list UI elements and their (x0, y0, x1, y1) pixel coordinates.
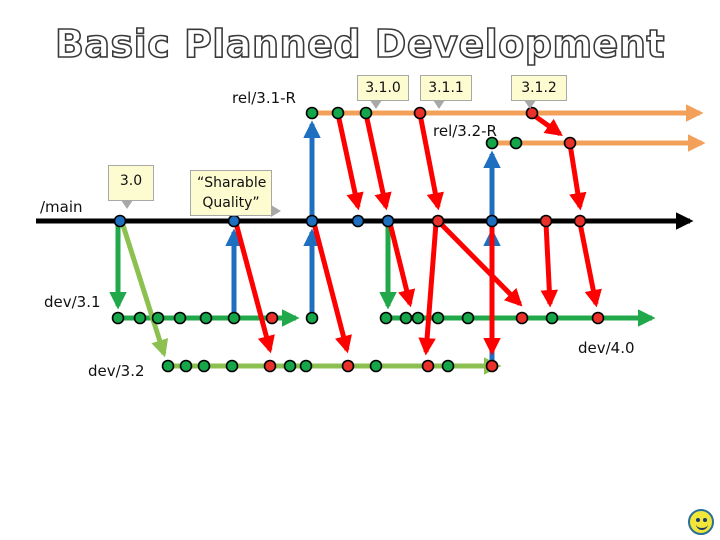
commit-node (379, 311, 393, 325)
version-tag-3-1-2: 3.1.2 (511, 75, 567, 109)
merge-arrow (530, 111, 563, 137)
commit-node (485, 359, 499, 373)
branch-dev32-arrow (119, 221, 169, 358)
commit-node (113, 214, 127, 228)
merge-arrow (335, 113, 364, 211)
commit-node (399, 311, 413, 325)
commit-node (305, 106, 319, 120)
commit-node (525, 106, 539, 120)
commit-node (441, 359, 455, 373)
commit-node (539, 214, 553, 228)
merge-arrow (438, 221, 523, 307)
branch-label-dev32: dev/3.2 (88, 362, 145, 380)
merge-arrow (417, 113, 444, 211)
commit-node (421, 359, 435, 373)
branch-label-main: /main (40, 198, 83, 216)
merge-arrow (311, 222, 352, 354)
commit-node (461, 311, 475, 325)
commit-node (485, 214, 499, 228)
commit-node (341, 359, 355, 373)
commit-node (265, 311, 279, 325)
merge-arrow (540, 222, 559, 308)
commit-node (485, 136, 499, 150)
commit-node (161, 359, 175, 373)
merge-arrow (387, 222, 416, 308)
branch-label-dev31: dev/3.1 (44, 293, 101, 311)
commit-node (413, 106, 427, 120)
commit-node (573, 214, 587, 228)
commit-node (411, 311, 425, 325)
commit-node (263, 359, 277, 373)
slide-title: Basic Planned Development (54, 21, 666, 67)
version-tag-3-1-0: 3.1.0 (357, 75, 409, 109)
commit-node (151, 311, 165, 325)
merge-arrow (567, 143, 587, 211)
commit-node (381, 214, 395, 228)
merge-arrow (233, 222, 275, 354)
commit-node (305, 214, 319, 228)
commit-node (515, 311, 529, 325)
commit-node (331, 106, 345, 120)
commit-node (111, 311, 125, 325)
callout-line-1: “Sharable (197, 175, 267, 191)
commit-node (591, 311, 605, 325)
merge-arrow (363, 113, 392, 211)
commit-node (351, 214, 365, 228)
commit-node (299, 359, 313, 373)
commit-node (173, 311, 187, 325)
sharable-quality-callout: “Sharable Quality” (190, 170, 281, 217)
merge-arrow (577, 222, 602, 308)
merge-arrow (418, 222, 439, 356)
commit-node (509, 136, 523, 150)
commit-node (197, 359, 211, 373)
callout-line-2: Quality” (202, 195, 260, 211)
commit-node (225, 359, 239, 373)
commit-node (563, 136, 577, 150)
commit-node (227, 311, 241, 325)
version-tag-3-0: 3.0 (108, 165, 154, 209)
branch-label-dev40: dev/4.0 (578, 339, 635, 357)
commit-node (431, 214, 445, 228)
commit-node (545, 311, 559, 325)
branch-label-rel32: rel/3.2-R (433, 122, 497, 140)
commit-node (431, 311, 445, 325)
commit-node (359, 106, 373, 120)
commit-node (199, 311, 213, 325)
version-tag-3-1-1: 3.1.1 (420, 75, 472, 109)
branch-label-rel31: rel/3.1-R (232, 89, 296, 107)
smiley-icon (688, 509, 714, 535)
commit-node (305, 311, 319, 325)
commit-node (283, 359, 297, 373)
commit-node (369, 359, 383, 373)
commit-node (133, 311, 147, 325)
commit-node (227, 214, 241, 228)
commit-node (179, 359, 193, 373)
